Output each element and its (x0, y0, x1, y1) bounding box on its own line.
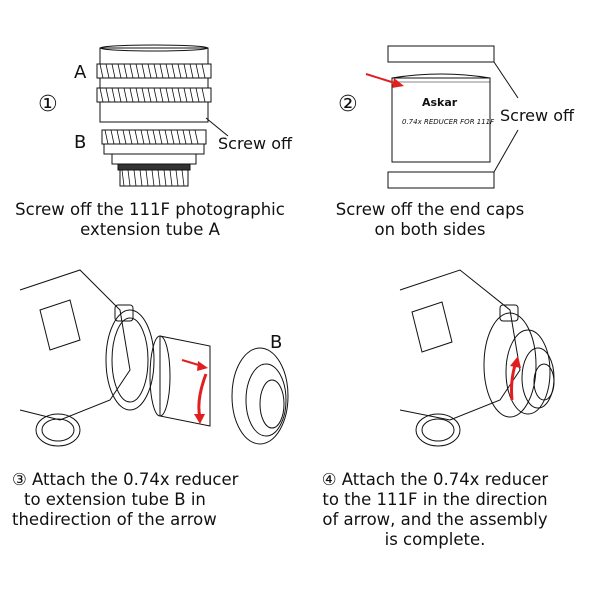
tube-b-label: B (74, 132, 87, 153)
step2-caption-line2: on both sides (374, 220, 486, 239)
step1-caption-line2: extension tube A (80, 220, 220, 239)
step2-screw-off-label: Screw off (500, 106, 575, 125)
step4-caption: ④ Attach the 0.74x reducer to the 111F i… (310, 470, 560, 550)
step4-caption-line4: is complete. (384, 530, 486, 549)
extension-tube-illustration (96, 44, 229, 187)
step2-number: ② (338, 92, 358, 117)
step1-panel: A ① B Screw off Screw off the 111F photo… (0, 0, 300, 250)
step4-caption-line3: of arrow, and the assembly (322, 510, 548, 529)
step2-panel: Askar 0.74x REDUCER FOR 111F ② Screw off… (300, 0, 600, 250)
tube-a-label: A (74, 62, 87, 83)
step3-caption: ③ Attach the 0.74x reducer to extension … (12, 470, 300, 530)
brand-label: Askar (422, 96, 458, 109)
step1-caption: Screw off the 111F photographic extensio… (0, 200, 300, 240)
step2-caption: Screw off the end caps on both sides (300, 200, 560, 240)
step3-tube-b-label: B (270, 332, 283, 353)
red-arrow-icon (510, 356, 521, 401)
step3-caption-line2: to extension tube B in (24, 490, 206, 509)
step1-number: ① (38, 92, 58, 117)
step4-caption-line1: ④ Attach the 0.74x reducer (321, 470, 549, 489)
step1-caption-line1: Screw off the 111F photographic (15, 200, 285, 219)
attach-reducer-to-tube-b-illustration (19, 269, 289, 447)
step3-caption-line3: thedirection of the arrow (12, 510, 217, 529)
reducer-with-caps-illustration (365, 45, 519, 189)
step3-caption-line1: ③ Attach the 0.74x reducer (12, 470, 239, 489)
step2-caption-line1: Screw off the end caps (335, 200, 525, 219)
product-label: 0.74x REDUCER FOR 111F (402, 118, 495, 126)
step4-caption-line2: to the 111F in the direction (322, 490, 548, 509)
step1-screw-off-label: Screw off (218, 134, 293, 153)
step3-panel: B ③ Attach the 0.74x reducer to extensio… (0, 250, 300, 600)
red-arrow-icon (181, 359, 208, 424)
assembled-reducer-illustration (399, 269, 555, 447)
step4-panel: ④ Attach the 0.74x reducer to the 111F i… (300, 250, 600, 600)
red-arrow-icon (365, 73, 404, 88)
